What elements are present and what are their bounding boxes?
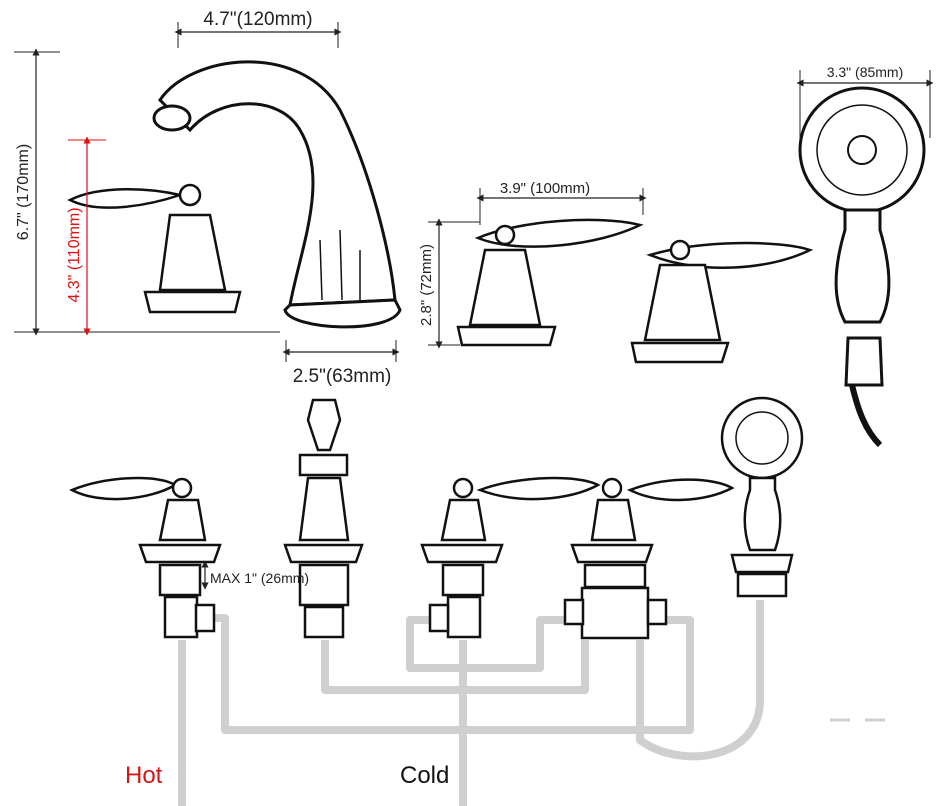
dim-max-deck: MAX 1" (26mm)	[201, 560, 309, 590]
dim-valve-height: 2.8" (72mm)	[418, 218, 480, 349]
label-spout-width: 4.7"(120mm)	[203, 9, 312, 30]
label-handle-height: 4.3" (110mm)	[66, 207, 83, 302]
dim-spout-width: 4.7"(120mm)	[174, 9, 342, 48]
handle-illustration-left	[67, 183, 242, 314]
label-cold: Cold	[400, 762, 449, 789]
dim-base-diameter: 2.5"(63mm)	[282, 340, 400, 387]
label-spout-height: 6.7" (170mm)	[15, 144, 32, 240]
label-valve-height: 2.8" (72mm)	[418, 244, 435, 326]
pipe-network	[178, 600, 885, 806]
dim-handle-height: 4.3" (110mm)	[66, 136, 106, 336]
install-handle-cold	[420, 476, 601, 639]
install-handle-hot	[69, 476, 222, 639]
spout-illustration	[152, 60, 402, 329]
install-shower-head	[720, 396, 804, 598]
label-hot: Hot	[125, 762, 163, 789]
label-max-deck: MAX 1" (26mm)	[210, 570, 309, 586]
shower-head-illustration	[798, 86, 926, 448]
valve-illustration-2	[630, 239, 814, 364]
dim-shower-head: 3.3" (85mm)	[796, 64, 934, 138]
label-base-diameter: 2.5"(63mm)	[293, 366, 392, 387]
label-handle-spacing: 3.9" (100mm)	[500, 180, 590, 197]
install-spout	[283, 398, 364, 639]
dim-handle-spacing: 3.9" (100mm)	[476, 180, 647, 225]
dim-spout-height: 6.7" (170mm)	[14, 48, 280, 336]
install-diverter	[563, 477, 735, 640]
label-shower-head: 3.3" (85mm)	[827, 64, 904, 80]
valve-illustration-1	[456, 218, 644, 347]
